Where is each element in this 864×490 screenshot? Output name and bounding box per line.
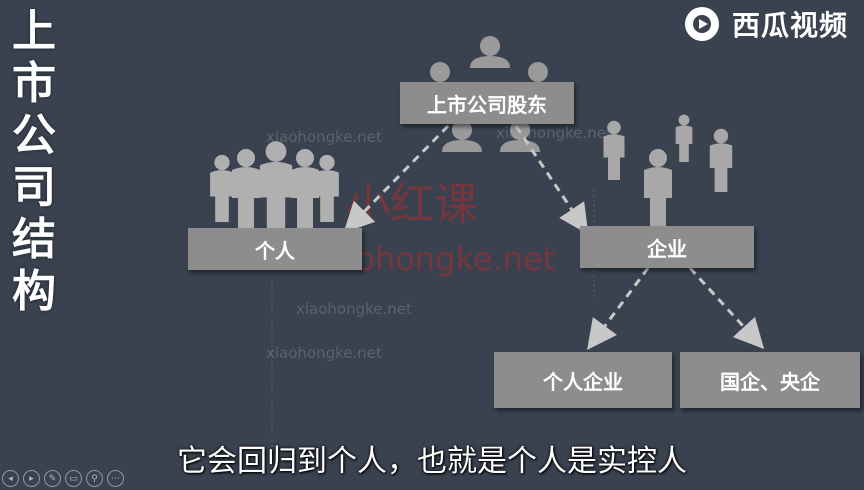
- title-char: 上: [12, 6, 56, 57]
- screen-icon[interactable]: ▭: [65, 470, 82, 487]
- title-char: 构: [12, 266, 56, 317]
- brand-logo: 西瓜视频: [682, 4, 848, 44]
- player-controls: ◂ ▸ ✎ ▭ ⚲ ⋯: [2, 470, 124, 487]
- brand-name: 西瓜视频: [732, 9, 849, 42]
- individuals-crowd-icon: [210, 141, 339, 232]
- title-char: 司: [12, 162, 56, 213]
- state-enterprise-box: 国企、央企: [680, 352, 860, 408]
- watermark-text: xiaohongke.net: [266, 344, 382, 362]
- relation-arrows: [343, 124, 765, 351]
- slide-side-title: 上 市 公 司 结 构: [8, 6, 60, 318]
- enterprise-box: 企业: [580, 226, 754, 268]
- title-char: 结: [12, 214, 56, 265]
- private-enterprise-box: 个人企业: [494, 352, 672, 408]
- business-people-icon: [603, 114, 733, 228]
- title-char: 公: [12, 110, 56, 161]
- watermark-text: xiaohongke.net: [296, 300, 412, 318]
- shareholders-box: 上市公司股东: [400, 82, 574, 124]
- more-icon[interactable]: ⋯: [107, 470, 124, 487]
- title-char: 市: [12, 58, 56, 109]
- prev-icon[interactable]: ◂: [2, 470, 19, 487]
- zoom-icon[interactable]: ⚲: [86, 470, 103, 487]
- watermark-text: xiaohongke.net: [266, 128, 382, 146]
- play-icon[interactable]: ▸: [23, 470, 40, 487]
- xigua-logo-icon: [685, 7, 719, 41]
- video-subtitle: 它会回归到个人，也就是个人是实控人: [177, 444, 687, 479]
- pen-icon[interactable]: ✎: [44, 470, 61, 487]
- individual-box: 个人: [188, 228, 362, 270]
